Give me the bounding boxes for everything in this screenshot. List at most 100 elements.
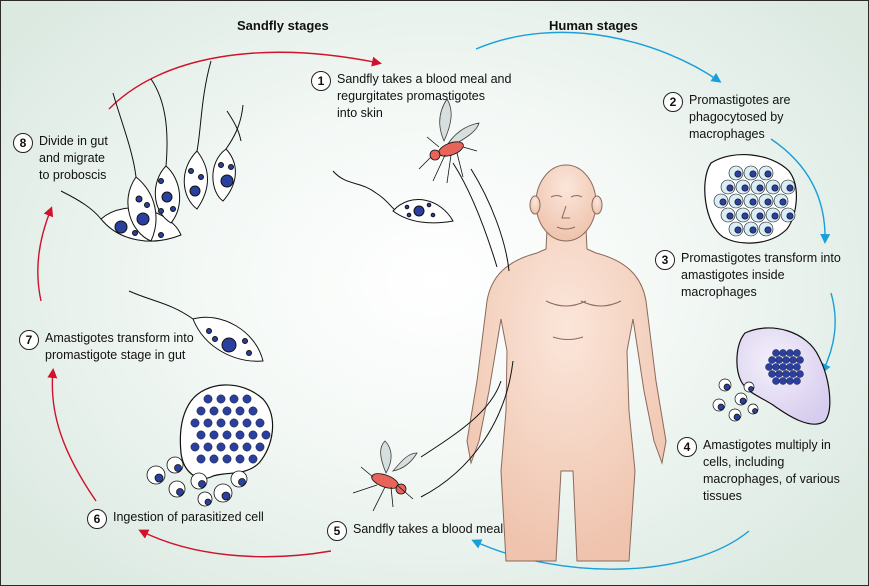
engulfed-parasite-nucleus	[719, 198, 727, 206]
engulfed-parasite-nucleus	[749, 198, 757, 206]
engulfed-parasite-nucleus	[734, 170, 742, 178]
amastigote-dot	[235, 454, 245, 464]
amastigote-dot	[190, 442, 200, 452]
amastigote-dot	[235, 430, 245, 440]
human-stages-header: Human stages	[549, 18, 638, 33]
multiplying-amastigote	[768, 370, 776, 378]
multiplying-amastigote	[772, 377, 780, 385]
amastigote-dot	[222, 454, 232, 464]
step-text: Ingestion of parasitized cell	[113, 510, 264, 524]
amastigote-dot	[196, 430, 206, 440]
amastigote-dot	[216, 418, 226, 428]
amastigote-dot	[203, 418, 213, 428]
sandfly-bottom	[352, 440, 418, 512]
arrow-8-to-1	[108, 51, 382, 110]
step-3: 3 Promastigotes transform into amastigot…	[655, 250, 841, 301]
amastigote-dot	[203, 442, 213, 452]
step-4: 4 Amastigotes multiply in cells, includi…	[677, 437, 840, 505]
step-text: Promastigotes transform into amastigotes…	[681, 251, 841, 299]
engulfed-parasite-nucleus	[749, 170, 757, 178]
human-figure	[466, 164, 667, 562]
engulfed-parasite-nucleus	[786, 184, 794, 192]
multiplying-amastigote	[782, 370, 790, 378]
free-amastigotes-gut	[146, 456, 248, 507]
arrow-5-to-6	[138, 529, 332, 558]
step-5: 5 Sandfly takes a blood meal	[327, 521, 503, 541]
human-face	[545, 195, 622, 340]
free-amastigotes-tissue	[712, 378, 759, 422]
engulfed-parasite-nucleus	[741, 212, 749, 220]
multiplying-amastigote	[779, 349, 787, 357]
engulfed-parasite-nucleus	[764, 198, 772, 206]
multiplying-amastigote	[793, 377, 801, 385]
engulfed-parasite-nucleus	[764, 170, 772, 178]
multiplying-amastigote	[793, 363, 801, 371]
engulfed-parasite-nucleus	[786, 212, 794, 220]
multiplying-amastigote	[789, 356, 797, 364]
step-number: 7	[19, 330, 39, 350]
amastigote-dot	[261, 430, 271, 440]
amastigote-dot	[229, 418, 239, 428]
amastigote-dot	[222, 430, 232, 440]
step-2: 2 Promastigotes are phagocytosed by macr…	[663, 92, 790, 143]
engulfed-parasite-nucleus	[771, 184, 779, 192]
amastigote-dot	[190, 418, 200, 428]
multiplying-amastigote	[779, 363, 787, 371]
arrow-1-to-2	[475, 31, 722, 83]
multiplying-amastigote	[796, 356, 804, 364]
step-text: Amastigotes transform into promastigote …	[45, 331, 194, 362]
engulfed-parasite-nucleus	[741, 184, 749, 192]
macrophage-phagocytosis	[704, 153, 797, 244]
step-number: 4	[677, 437, 697, 457]
amastigote-dot	[255, 442, 265, 452]
arrow-7-to-8	[37, 206, 54, 302]
amastigote-dot	[229, 442, 239, 452]
amastigote-dot	[242, 394, 252, 404]
step-text: Sandfly takes a blood meal	[353, 522, 504, 536]
engulfed-parasite-nucleus	[764, 226, 772, 234]
amastigote-dot	[209, 454, 219, 464]
engulfed-parasite-nucleus	[756, 184, 764, 192]
amastigote-dot	[235, 406, 245, 416]
dividing-promastigotes	[60, 60, 244, 242]
pointer-lines	[420, 162, 514, 498]
step-7: 7 Amastigotes transform into promastigot…	[19, 330, 194, 364]
amastigote-dot	[229, 394, 239, 404]
multiplying-amastigote	[796, 370, 804, 378]
multiplying-amastigote	[782, 356, 790, 364]
multiplying-amastigote	[779, 377, 787, 385]
engulfed-parasite-nucleus	[734, 198, 742, 206]
engulfed-parasite-nucleus	[749, 226, 757, 234]
step-number: 3	[655, 250, 675, 270]
amastigote-dot	[203, 394, 213, 404]
step-6: 6 Ingestion of parasitized cell	[87, 509, 264, 529]
multiplying-amastigote	[772, 363, 780, 371]
step-text: Amastigotes multiply in cells, including…	[703, 438, 840, 503]
amastigote-dot	[248, 454, 258, 464]
amastigote-dot	[196, 406, 206, 416]
step-8: 8 Divide in gut and migrate to proboscis	[13, 133, 108, 184]
amastigote-dot	[242, 442, 252, 452]
amastigote-dot	[242, 418, 252, 428]
arrow-2-to-3	[770, 138, 831, 244]
arrow-3-to-4	[821, 292, 836, 374]
engulfed-parasite-nucleus	[779, 198, 787, 206]
multiplying-amastigote	[775, 370, 783, 378]
amastigote-dot	[222, 406, 232, 416]
amastigote-dot	[248, 430, 258, 440]
multiplying-amastigote	[786, 377, 794, 385]
parasitized-cell	[179, 384, 274, 480]
amastigote-dot	[216, 394, 226, 404]
step-text: Divide in gut and migrate to proboscis	[39, 134, 108, 182]
multiplying-amastigote	[789, 370, 797, 378]
amastigote-dot	[255, 418, 265, 428]
engulfed-parasite-nucleus	[756, 212, 764, 220]
step-number: 8	[13, 133, 33, 153]
step-text: Sandfly takes a blood meal and regurgita…	[337, 72, 512, 120]
step-text: Promastigotes are phagocytosed by macrop…	[689, 93, 791, 141]
amastigote-dot	[248, 406, 258, 416]
multiplying-amastigote	[768, 356, 776, 364]
multiplying-amastigote	[786, 363, 794, 371]
